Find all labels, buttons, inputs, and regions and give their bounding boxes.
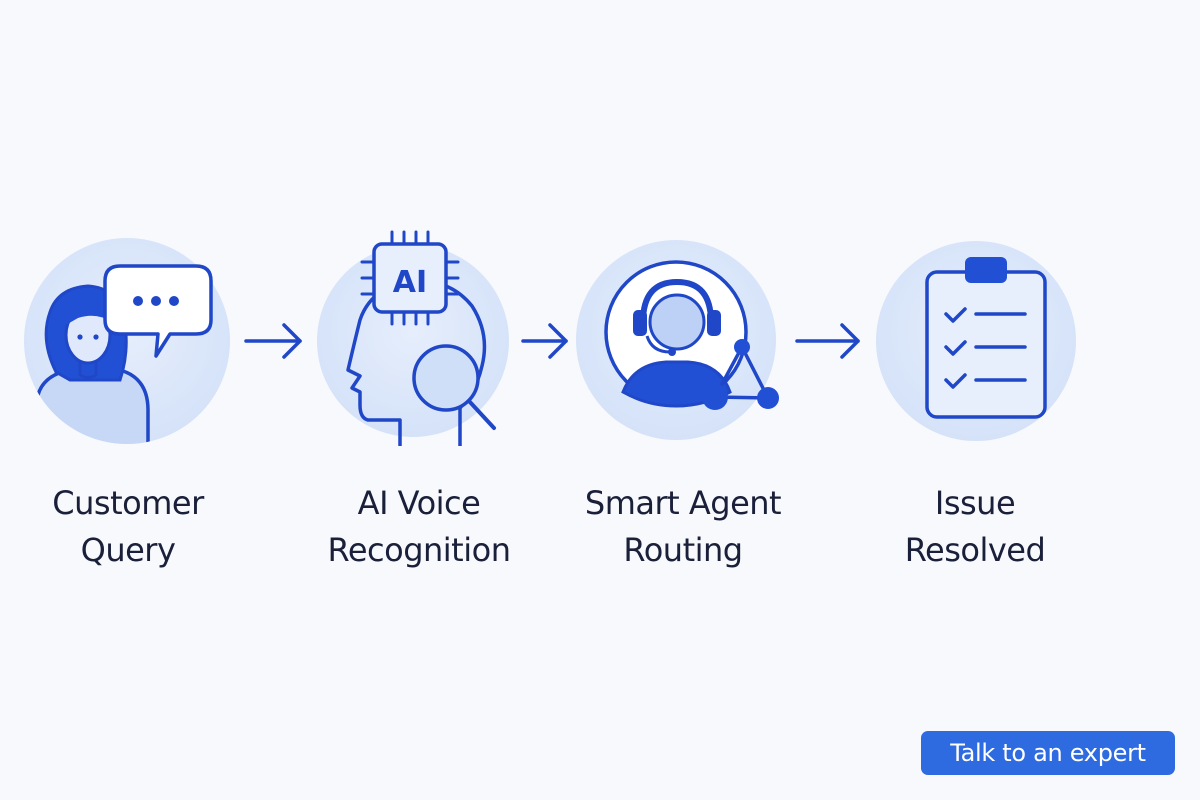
step-1-label: Customer Query xyxy=(0,480,258,574)
step-1-label-line-2: Query xyxy=(80,531,176,569)
flow-arrow-2 xyxy=(521,323,568,359)
step-2-label-line-1: AI Voice xyxy=(357,484,481,522)
step-1-label-line-1: Customer xyxy=(52,484,204,522)
step-3-label-line-1: Smart Agent xyxy=(584,484,782,522)
step-4-label-line-1: Issue xyxy=(934,484,1016,522)
clipboard-checklist-icon xyxy=(876,241,1076,441)
flow-arrow-3 xyxy=(795,323,860,359)
step-4-label-line-2: Resolved xyxy=(904,531,1046,569)
woman-with-speech-bubble-icon xyxy=(24,238,230,444)
step-4-label: Issue Resolved xyxy=(845,480,1105,574)
flow-arrow-1 xyxy=(244,323,302,359)
step-2-label: AI Voice Recognition xyxy=(289,480,549,574)
step-3-label-line-2: Routing xyxy=(623,531,743,569)
ai-head-magnifier-icon xyxy=(317,230,509,446)
support-agent-network-icon xyxy=(576,240,779,440)
ai-chip-label: AI xyxy=(393,265,427,300)
step-2-label-line-2: Recognition xyxy=(327,531,511,569)
ai-chip-icon xyxy=(372,242,448,314)
step-3-label: Smart Agent Routing xyxy=(553,480,813,574)
talk-to-expert-button[interactable]: Talk to an expert xyxy=(921,731,1175,775)
